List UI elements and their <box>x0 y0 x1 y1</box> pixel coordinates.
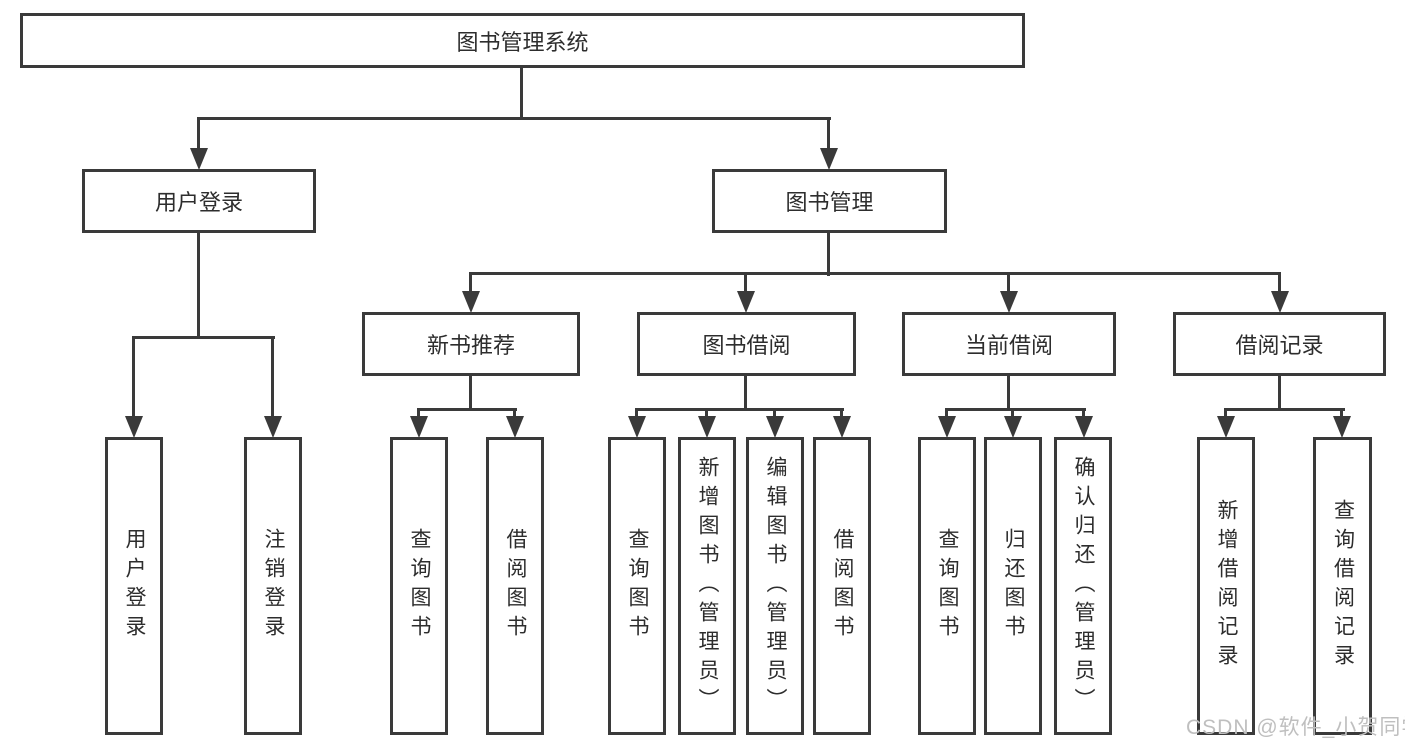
connector-arrow <box>1003 408 1022 438</box>
connector-arrow <box>409 408 428 438</box>
connector-arrow <box>505 408 524 438</box>
connector-arrow <box>263 336 282 438</box>
connector-line <box>132 336 275 339</box>
leaf-query-books-borrowing: 查询图书 <box>608 437 666 735</box>
node-user-login: 用户登录 <box>82 169 316 233</box>
leaf-user-login: 用户登录 <box>105 437 163 735</box>
node-label: 确认归还（管理员） <box>1072 455 1096 717</box>
leaf-query-books-current: 查询图书 <box>918 437 976 735</box>
connector-line <box>469 272 1281 275</box>
node-new-book-recommendation: 新书推荐 <box>362 312 580 376</box>
node-label: 新书推荐 <box>426 333 515 358</box>
node-current-borrowing: 当前借阅 <box>902 312 1116 376</box>
connector-line <box>744 374 747 411</box>
node-label: 借阅记录 <box>1235 333 1324 358</box>
leaf-borrow-books-recommend: 借阅图书 <box>486 437 544 735</box>
connector-arrow <box>1270 272 1289 313</box>
connector-arrow <box>736 272 755 313</box>
connector-line <box>197 117 831 120</box>
connector-arrow <box>627 408 646 438</box>
node-label: 注销登录 <box>262 528 286 644</box>
connector-arrow <box>124 336 143 438</box>
leaf-confirm-return-admin: 确认归还（管理员） <box>1054 437 1112 735</box>
node-label: 查询借阅记录 <box>1331 499 1355 673</box>
node-book-management: 图书管理 <box>712 169 947 233</box>
connector-arrow <box>1332 408 1351 438</box>
node-label: 新增借阅记录 <box>1215 499 1239 673</box>
leaf-query-books-recommend: 查询图书 <box>390 437 448 735</box>
leaf-add-borrow-record: 新增借阅记录 <box>1197 437 1255 735</box>
node-label: 用户登录 <box>154 190 243 215</box>
watermark: CSDN @软件_小贺同学 <box>1186 716 1405 739</box>
connector-line <box>417 408 517 411</box>
connector-arrow <box>937 408 956 438</box>
node-label: 查询图书 <box>626 528 650 644</box>
node-library-management-system: 图书管理系统 <box>20 13 1025 68</box>
connector-line <box>1278 374 1281 411</box>
leaf-return-books: 归还图书 <box>984 437 1042 735</box>
leaf-add-book-admin: 新增图书（管理员） <box>678 437 736 735</box>
leaf-borrow-books: 借阅图书 <box>813 437 871 735</box>
connector-line <box>945 408 1086 411</box>
connector-arrow <box>189 117 208 170</box>
connector-line <box>197 231 200 339</box>
connector-line <box>1224 408 1345 411</box>
connector-arrow <box>819 117 838 170</box>
node-label: 借阅图书 <box>831 528 855 644</box>
node-label: 图书管理系统 <box>456 29 589 55</box>
connector-arrow <box>999 272 1018 313</box>
node-label: 当前借阅 <box>964 333 1053 358</box>
node-label: 查询图书 <box>936 528 960 644</box>
connector-arrow <box>697 408 716 438</box>
node-label: 图书管理 <box>785 190 874 215</box>
connector-arrow <box>765 408 784 438</box>
node-label: 新增图书（管理员） <box>696 455 720 717</box>
connector-arrow <box>1074 408 1093 438</box>
leaf-edit-book-admin: 编辑图书（管理员） <box>746 437 804 735</box>
node-label: 用户登录 <box>123 528 147 644</box>
leaf-logout: 注销登录 <box>244 437 302 735</box>
connector-arrow <box>461 272 480 313</box>
node-label: 借阅图书 <box>504 528 528 644</box>
connector-line <box>1007 374 1010 411</box>
node-label: 查询图书 <box>408 528 432 644</box>
node-label: 图书借阅 <box>702 333 791 358</box>
node-book-borrowing: 图书借阅 <box>637 312 856 376</box>
connector-line <box>635 408 844 411</box>
connector-line <box>520 66 523 119</box>
leaf-query-borrow-record: 查询借阅记录 <box>1313 437 1372 735</box>
node-label: 归还图书 <box>1002 528 1026 644</box>
connector-line <box>469 374 472 411</box>
connector-arrow <box>1216 408 1235 438</box>
node-borrowing-records: 借阅记录 <box>1173 312 1386 376</box>
connector-line <box>827 231 830 276</box>
node-label: 编辑图书（管理员） <box>764 455 788 717</box>
connector-arrow <box>832 408 851 438</box>
